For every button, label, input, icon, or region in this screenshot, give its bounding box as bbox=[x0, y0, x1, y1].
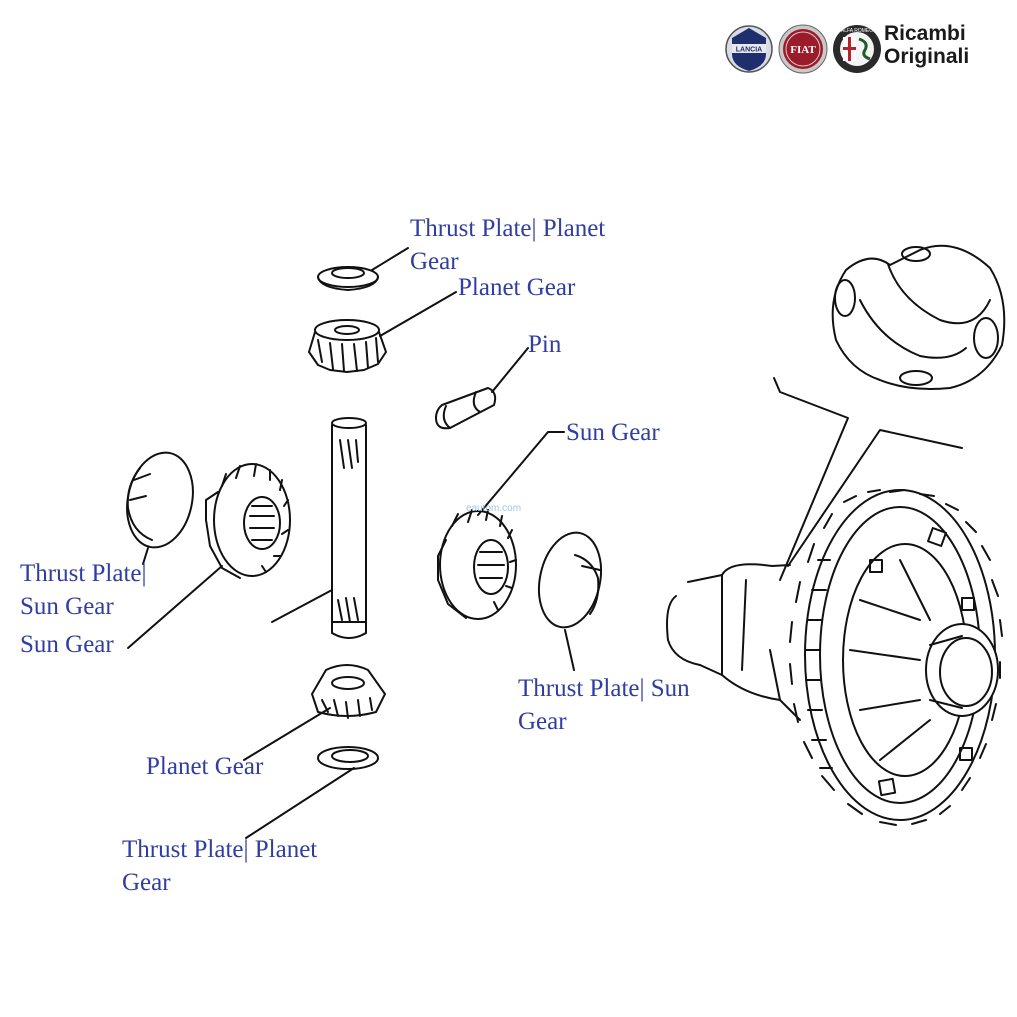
label-sun-gear-right: Sun Gear bbox=[566, 419, 660, 446]
label-thrust-plate-sun-left: Thrust Plate| Sun Gear bbox=[20, 557, 147, 623]
label-planet-gear-top: Planet Gear bbox=[458, 274, 576, 301]
label-planet-gear-bottom: Planet Gear bbox=[146, 753, 264, 780]
label-line: Thrust Plate| Planet bbox=[122, 836, 318, 863]
thrust-plate-planet-top-part bbox=[317, 266, 379, 291]
leader-thrust-plate-sun-left bbox=[142, 547, 149, 565]
logo-line-2: Originali bbox=[884, 45, 970, 68]
label-pin: Pin bbox=[528, 331, 562, 358]
label-line: Thrust Plate| bbox=[20, 560, 147, 587]
label-line: Gear bbox=[122, 869, 171, 896]
fiat-logo: FIAT bbox=[778, 24, 828, 74]
alfa-romeo-logo: ALFA ROMEO bbox=[833, 25, 881, 73]
pin-part bbox=[435, 387, 497, 430]
leader-sun-gear-right bbox=[477, 431, 565, 516]
thrust-plate-planet-bottom-part bbox=[317, 746, 379, 770]
fiat-logo-text: FIAT bbox=[790, 44, 816, 56]
leader-pin bbox=[491, 347, 529, 393]
planet-gear-bottom-part bbox=[311, 664, 386, 719]
thrust-plate-sun-right-part bbox=[538, 531, 602, 629]
label-line: Gear bbox=[410, 248, 459, 275]
planet-gear-top-part bbox=[308, 319, 387, 373]
leader-planet-gear-bottom bbox=[243, 707, 331, 761]
thrust-plate-sun-left-part bbox=[126, 451, 194, 549]
sun-gear-left-part bbox=[205, 463, 291, 579]
label-thrust-plate-sun-right: Thrust Plate| Sun Gear bbox=[518, 672, 690, 738]
leader-thrust-plate-planet-top bbox=[371, 247, 409, 271]
label-line: Thrust Plate| Sun bbox=[518, 675, 690, 702]
differential-housing-part bbox=[666, 489, 1003, 826]
logo-line-1: Ricambi bbox=[884, 22, 966, 45]
leader-sun-gear-left bbox=[127, 565, 223, 649]
leader-planet-gear-top bbox=[379, 291, 457, 337]
leader-thrust-plate-sun-right bbox=[564, 629, 575, 671]
lancia-logo: LANCIA bbox=[725, 25, 773, 73]
lancia-logo-text: LANCIA bbox=[736, 47, 762, 54]
label-thrust-plate-planet-top: Thrust Plate| Planet Gear bbox=[410, 212, 605, 278]
label-line: Thrust Plate| Planet bbox=[410, 215, 606, 242]
differential-carrier-part bbox=[831, 244, 1006, 390]
leader-thrust-plate-planet-bottom bbox=[245, 767, 355, 839]
label-sun-gear-left: Sun Gear bbox=[20, 631, 114, 658]
shaft-part bbox=[271, 417, 367, 639]
ricambi-originali-logo-text: Ricambi Originali bbox=[884, 22, 969, 68]
watermark-text: eautom.com bbox=[466, 503, 521, 514]
label-line: Gear bbox=[518, 708, 567, 735]
label-line: Sun Gear bbox=[20, 593, 114, 620]
label-thrust-plate-planet-bottom: Thrust Plate| Planet Gear bbox=[122, 833, 317, 899]
sun-gear-right-part bbox=[437, 509, 517, 620]
alfa-romeo-logo-text: ALFA ROMEO bbox=[841, 28, 873, 34]
